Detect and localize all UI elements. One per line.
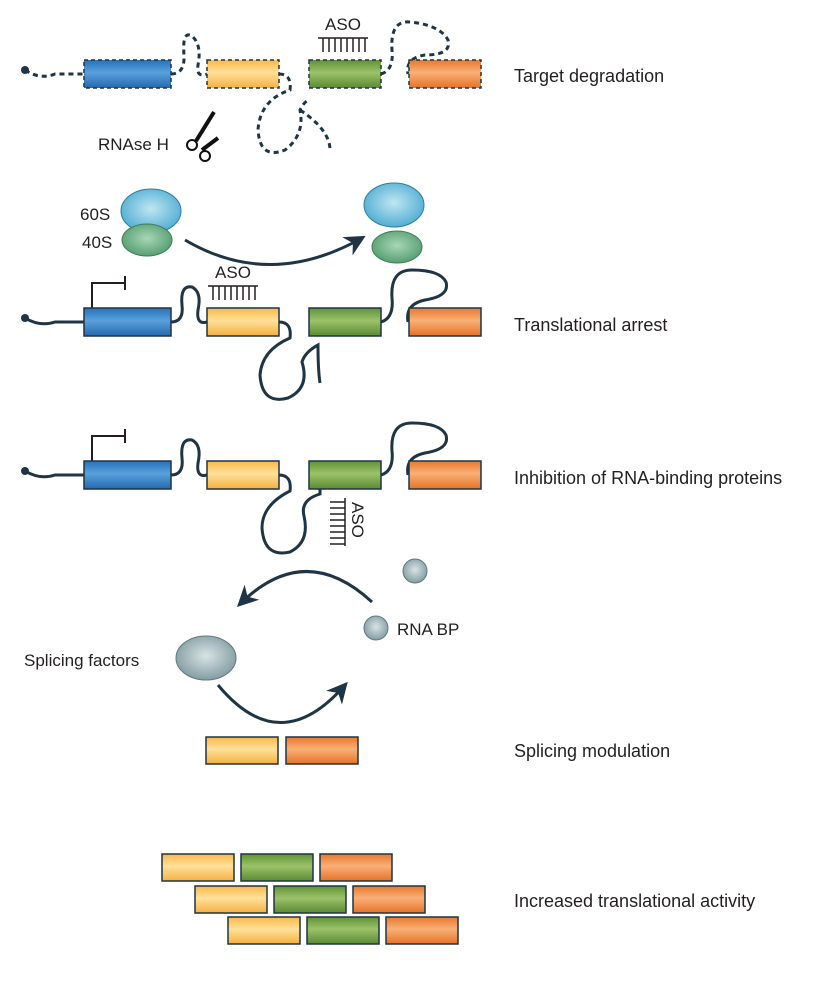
increased-translation-label: Increased translational activity xyxy=(514,891,755,911)
ribosome-60s-label: 60S xyxy=(80,205,110,224)
mrna-strand-2 xyxy=(24,268,449,401)
increased-translation-panel: Increased translational activity xyxy=(161,853,755,945)
target-degradation-label: Target degradation xyxy=(514,66,664,86)
ribosome-40s-right xyxy=(371,230,423,264)
exon-3-green-3 xyxy=(308,460,382,490)
exon-2-yellow xyxy=(206,59,280,89)
spliced-exon-yellow xyxy=(205,736,279,765)
aso-2-label: ASO xyxy=(215,263,251,282)
rbp-inhibition-label: Inhibition of RNA-binding proteins xyxy=(514,468,782,488)
curved-arrow-icon-2 xyxy=(237,570,374,607)
splicing-factor xyxy=(175,635,237,681)
rnase-h-label: RNAse H xyxy=(98,135,169,154)
mrna-strand-3 xyxy=(24,421,449,555)
exon-3-green xyxy=(308,59,382,89)
splicing-modulation-panel: Splicing factors Splicing modulation xyxy=(24,635,670,765)
exon-1-blue-3 xyxy=(83,460,172,490)
exon-4-orange-3 xyxy=(408,460,482,490)
ribosome-40s-left xyxy=(121,223,173,257)
rna-bp-label: RNA BP xyxy=(397,620,459,639)
rbp-inhibition-panel: ASO Inhibition of RNA-binding proteins R… xyxy=(21,421,782,641)
exon-orange-row-b xyxy=(352,885,426,914)
ribosome-60s-right xyxy=(363,182,425,228)
ribosome-40s-label: 40S xyxy=(82,233,112,252)
exon-1-blue-2 xyxy=(83,307,172,337)
aso-3-comb xyxy=(330,498,346,546)
curved-arrow-icon xyxy=(184,235,366,266)
exon-2-yellow-2 xyxy=(206,307,280,337)
exon-green-row-b xyxy=(273,885,347,914)
exon-orange-row-c xyxy=(385,916,459,945)
translational-arrest-label: Translational arrest xyxy=(514,315,667,335)
exon-1-blue xyxy=(83,59,172,89)
translational-arrest-panel: 60S 40S ASO Translational arrest xyxy=(21,182,667,401)
degraded-mrna-strand xyxy=(24,20,450,154)
exon-4-orange-2 xyxy=(408,307,482,337)
exon-yellow-row-b xyxy=(194,885,268,914)
exon-4-orange xyxy=(408,59,482,89)
exon-yellow-row-c xyxy=(227,916,301,945)
rna-bp-free xyxy=(402,558,428,584)
exon-green-row-a xyxy=(240,853,314,882)
spliced-exon-orange xyxy=(285,736,359,765)
exon-3-green-2 xyxy=(308,307,382,337)
curved-arrow-icon-3 xyxy=(216,681,348,724)
scissors-icon xyxy=(186,110,220,162)
exon-green-row-c xyxy=(306,916,380,945)
target-degradation-panel: ASO RNAse H Target degradation xyxy=(21,15,664,162)
promoter-arrow-icon-2 xyxy=(91,429,126,461)
rna-bp xyxy=(363,615,389,641)
exon-orange-row-a xyxy=(319,853,393,882)
aso-1-label: ASO xyxy=(325,15,361,34)
exon-2-yellow-3 xyxy=(206,460,280,490)
splicing-modulation-label: Splicing modulation xyxy=(514,741,670,761)
exon-yellow-row-a xyxy=(161,853,235,882)
aso-3-label: ASO xyxy=(348,502,367,538)
promoter-arrow-icon xyxy=(91,276,126,308)
aso-1-comb xyxy=(318,37,368,52)
aso-2-comb xyxy=(208,285,258,300)
splicing-factors-label: Splicing factors xyxy=(24,651,139,670)
